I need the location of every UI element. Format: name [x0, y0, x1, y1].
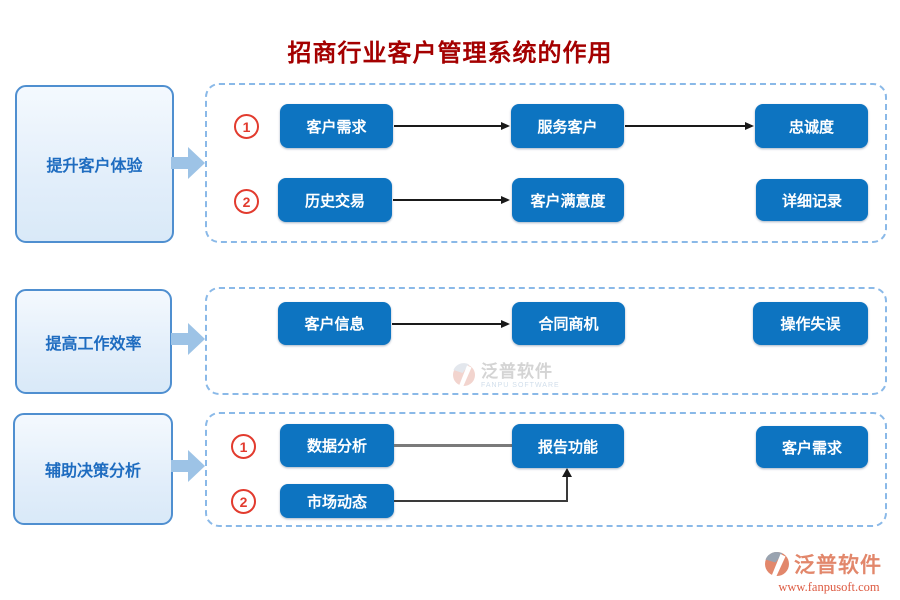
watermark-subtitle: FANPU SOFTWARE	[481, 382, 560, 389]
arrow-connector-icon	[394, 122, 510, 130]
sidebox-improve-customer-experience: 提升客户体验	[15, 85, 174, 243]
node-serve-customers: 服务客户	[511, 104, 624, 148]
footer-brand-block: 泛普软件 www.fanpusoft.com	[764, 549, 894, 595]
flow-arrow-head	[188, 323, 205, 355]
flow-arrow-head	[188, 450, 205, 482]
step-badge-2: 2	[231, 489, 256, 514]
node-customer-needs: 客户需求	[280, 104, 393, 148]
flow-arrow-icon	[171, 323, 205, 355]
arrow-connector-icon	[393, 196, 510, 204]
node-loyalty: 忠诚度	[755, 104, 868, 148]
node-history-transactions: 历史交易	[278, 178, 392, 222]
fanpu-logo-icon	[765, 551, 789, 576]
flow-arrow-head	[188, 147, 205, 179]
sidebox-label: 提升客户体验	[46, 158, 143, 175]
elbow-connector-vertical	[566, 476, 568, 501]
node-data-analysis: 数据分析	[280, 424, 394, 467]
flow-arrow-icon	[171, 450, 205, 482]
sidebox-label: 提高工作效率	[45, 335, 142, 353]
node-market-dynamics: 市场动态	[280, 484, 394, 518]
step-badge-1: 1	[234, 114, 259, 139]
footer-brand: 泛普软件	[794, 553, 882, 577]
node-customer-info: 客户信息	[278, 302, 391, 345]
elbow-connector-horizontal	[394, 500, 568, 502]
line-connector	[394, 444, 512, 447]
flow-arrow-shaft	[171, 157, 188, 169]
watermark-brand: 泛普软件	[481, 362, 553, 381]
watermark: 泛普软件 FANPU SOFTWARE	[452, 362, 560, 389]
node-operation-errors: 操作失误	[753, 302, 868, 345]
step-badge-1: 1	[231, 434, 256, 459]
flow-arrow-icon	[171, 147, 205, 179]
footer-url[interactable]: www.fanpusoft.com	[778, 580, 880, 594]
fanpu-watermark-logo-icon	[453, 363, 475, 387]
node-customer-satisfaction: 客户满意度	[512, 178, 624, 222]
arrow-connector-icon	[625, 122, 754, 130]
node-customer-needs-2: 客户需求	[756, 426, 868, 468]
step-badge-2: 2	[234, 189, 259, 214]
node-report-function: 报告功能	[512, 424, 624, 468]
sidebox-assist-decision-analysis: 辅助决策分析	[13, 413, 173, 525]
arrow-connector-icon	[392, 320, 510, 328]
node-contract-opportunity: 合同商机	[512, 302, 625, 345]
node-detailed-records: 详细记录	[756, 179, 868, 221]
flow-arrow-shaft	[171, 460, 188, 472]
arrow-up-head-icon	[562, 468, 572, 477]
sidebox-label: 辅助决策分析	[44, 463, 141, 480]
sidebox-improve-work-efficiency: 提高工作效率	[15, 289, 172, 394]
page-title: 招商行业客户管理系统的作用	[287, 41, 613, 67]
flow-arrow-shaft	[171, 333, 188, 345]
